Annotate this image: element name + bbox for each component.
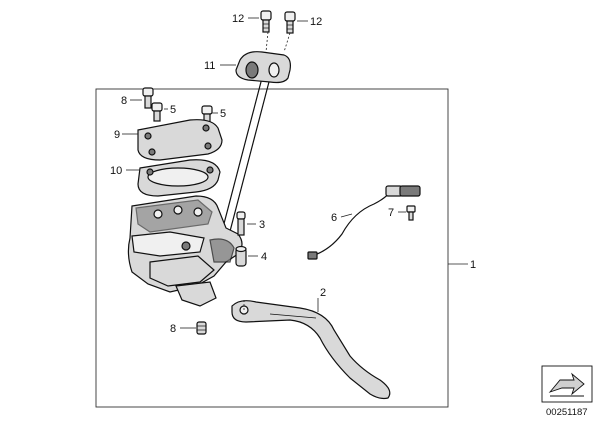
- callout-1: 1: [470, 259, 476, 271]
- callout-4: 4: [261, 251, 267, 263]
- reservoir-cover-9: [137, 119, 223, 161]
- wedge-reference-icon: [541, 365, 593, 403]
- callout-12-right: 12: [310, 16, 322, 28]
- master-cylinder-body: [127, 195, 243, 307]
- callout-2: 2: [320, 287, 326, 299]
- gasket-10: [137, 159, 221, 197]
- callout-5-left: 5: [170, 104, 176, 116]
- set-screw-8: [196, 321, 207, 335]
- clamp-11: [235, 51, 291, 84]
- callout-5-right: 5: [220, 108, 226, 120]
- callout-7: 7: [388, 207, 394, 219]
- pin-3: [236, 211, 246, 236]
- callout-12-left: 12: [232, 13, 244, 25]
- brake-lever-2: [231, 300, 391, 400]
- callout-11: 11: [204, 60, 215, 72]
- brake-light-switch-6: [307, 185, 421, 260]
- screw-7: [406, 205, 416, 221]
- bushing-4: [235, 245, 247, 267]
- callout-3: 3: [259, 219, 265, 231]
- assembly-frame: [95, 88, 449, 408]
- callout-10: 10: [110, 165, 122, 177]
- screw-12-left: [260, 10, 272, 33]
- callout-9: 9: [114, 129, 120, 141]
- callout-6: 6: [331, 212, 337, 224]
- screw-8: [142, 87, 154, 109]
- leader-6: [340, 213, 353, 218]
- drawing-number: 00251187: [546, 407, 588, 418]
- callout-8-bottom: 8: [170, 323, 176, 335]
- screw-12-right: [284, 11, 296, 34]
- callout-8-top: 8: [121, 95, 127, 107]
- screw-5-left: [151, 102, 163, 122]
